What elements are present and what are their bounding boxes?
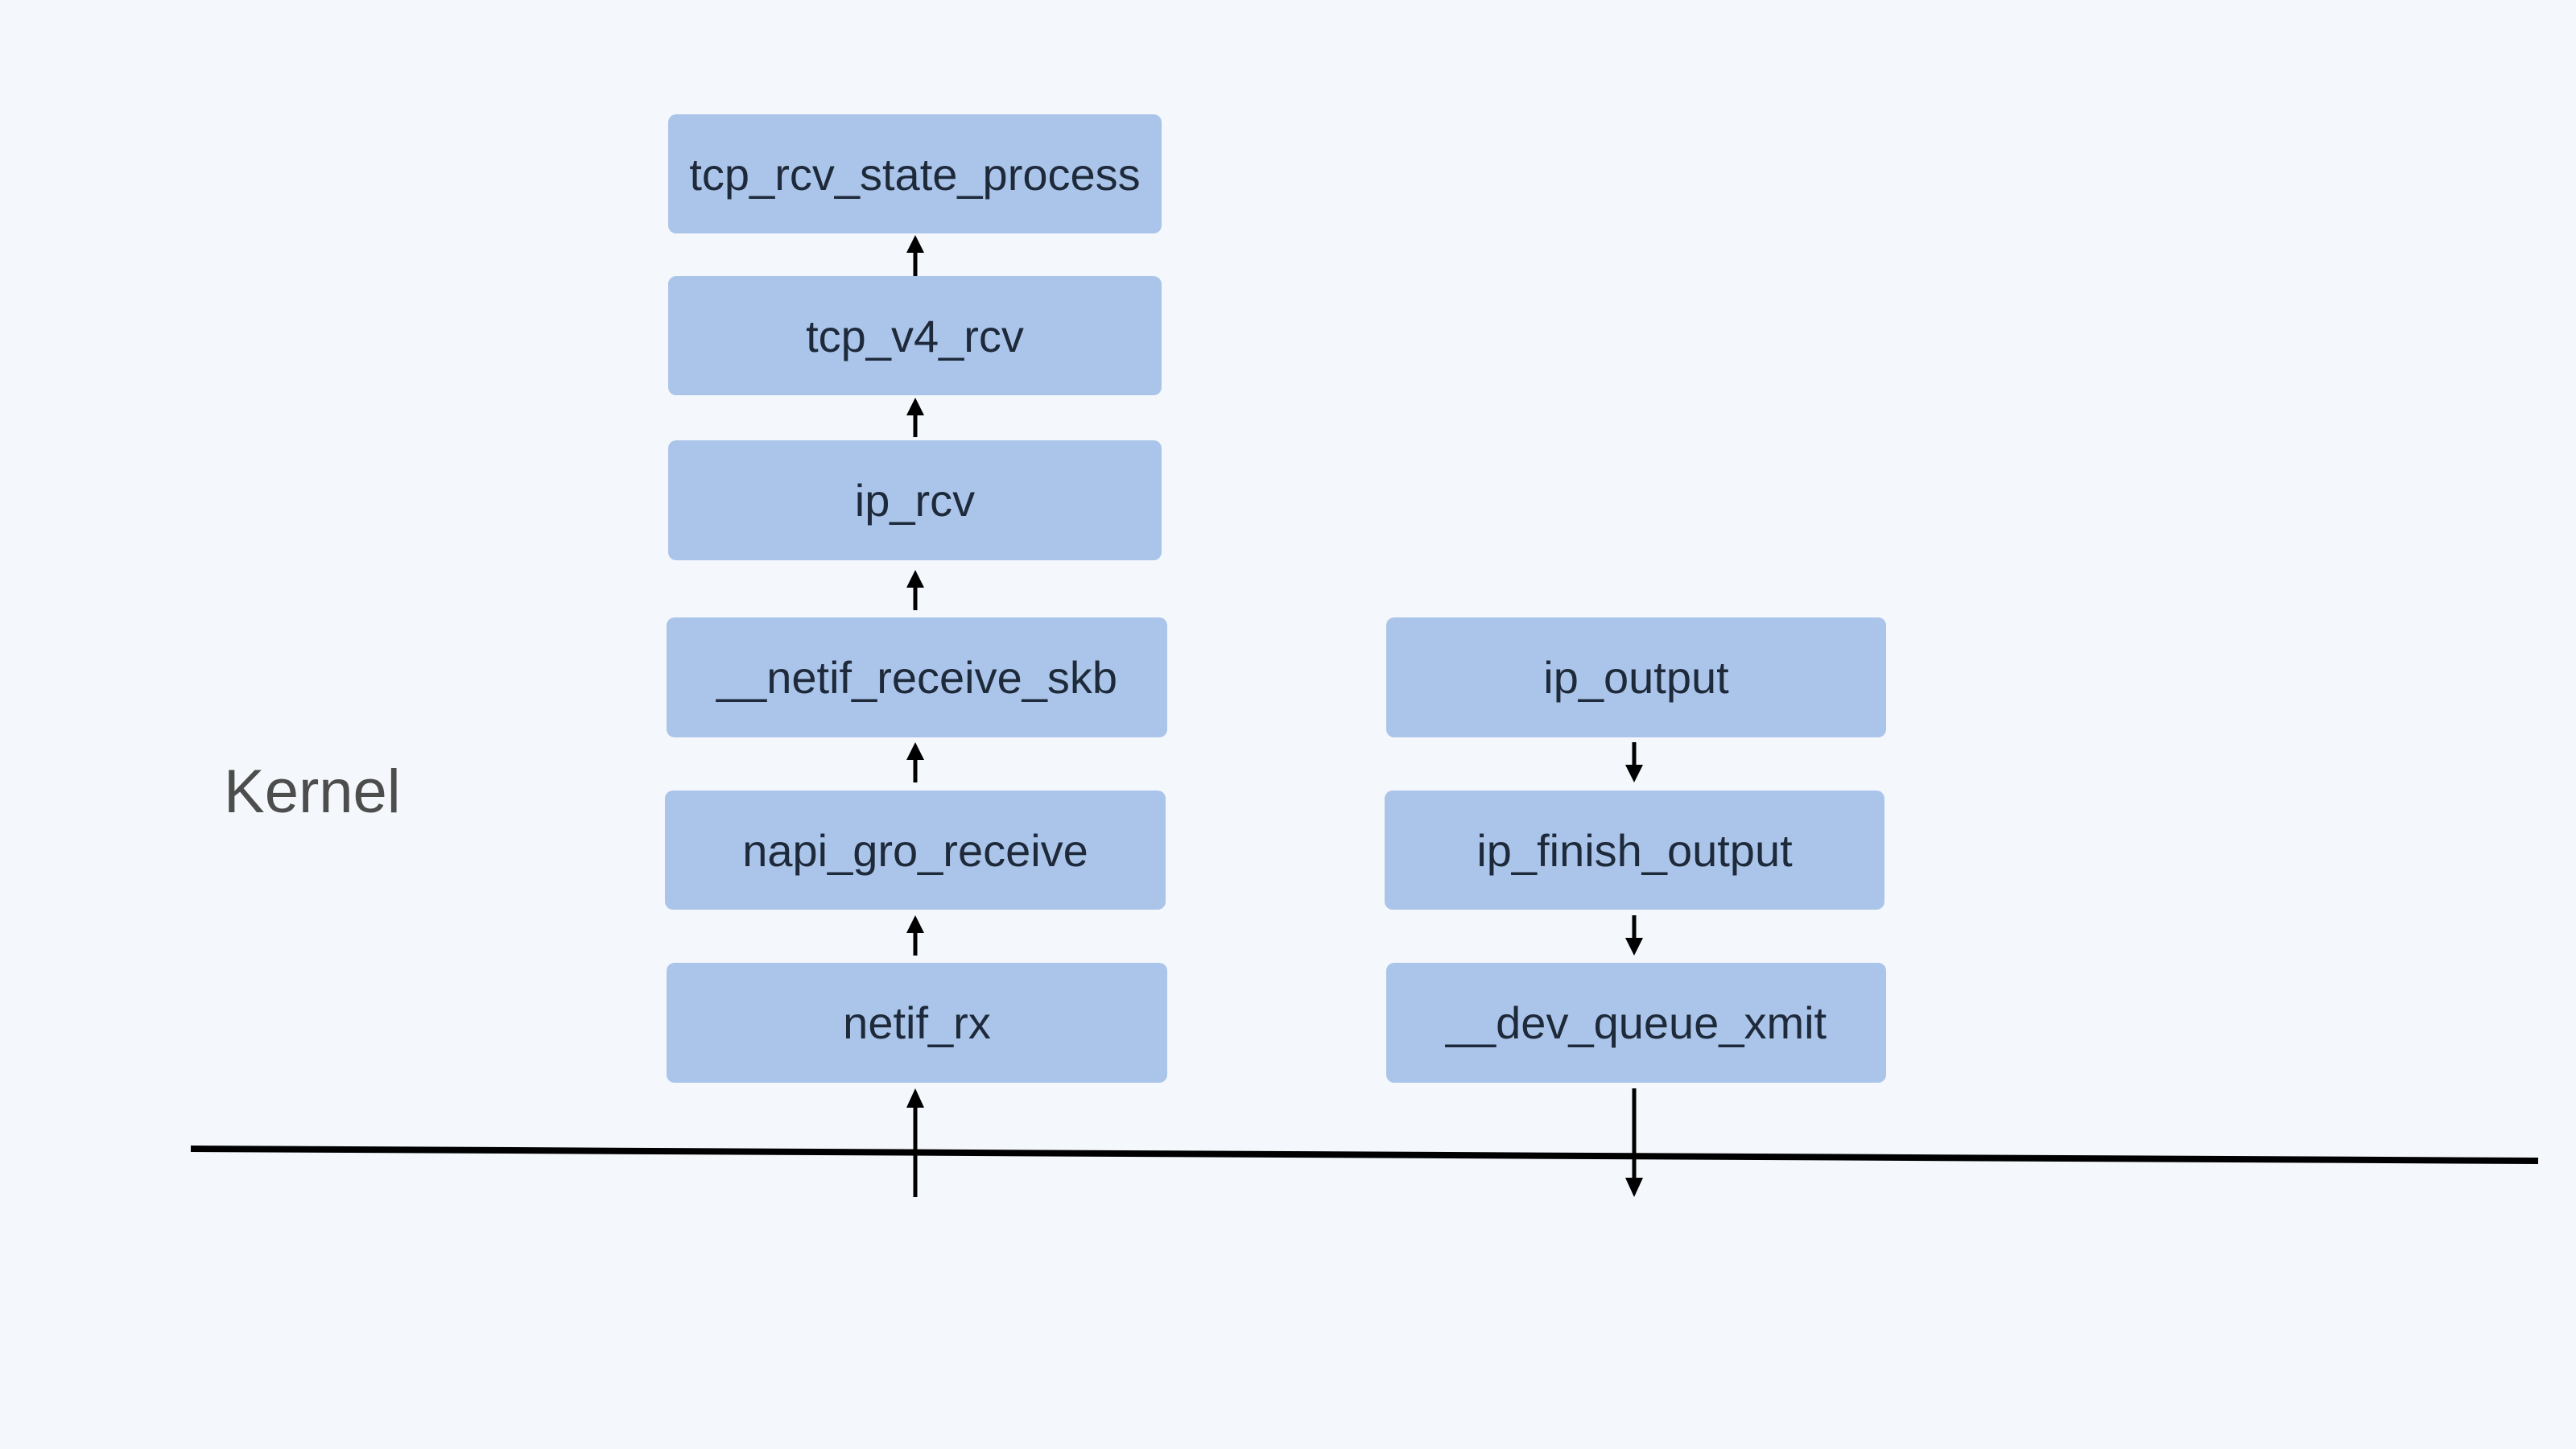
arrow-down-1 [1625, 742, 1643, 782]
arrow-down-exit [1625, 1088, 1643, 1197]
arrow-up-3 [906, 570, 924, 610]
arrow-up-5 [906, 915, 924, 956]
node-ip-output: ip_output [1386, 617, 1886, 737]
transmit-arrows [1625, 742, 1643, 1197]
node-dev-queue-xmit: __dev_queue_xmit [1386, 963, 1886, 1083]
node-ip-finish-output: ip_finish_output [1385, 791, 1885, 910]
node-tcp-v4-rcv: tcp_v4_rcv [668, 276, 1162, 395]
arrow-up-entry [906, 1088, 924, 1197]
arrow-up-2 [906, 398, 924, 437]
kernel-boundary-line [190, 1146, 2539, 1164]
node-tcp-rcv-state-process: tcp_rcv_state_process [668, 114, 1162, 233]
node-netif-receive-skb: __netif_receive_skb [667, 617, 1167, 737]
arrow-down-2 [1625, 915, 1643, 956]
receive-arrows [906, 235, 924, 1197]
kernel-layer-label: Kernel [224, 758, 401, 826]
node-napi-gro-receive: napi_gro_receive [665, 791, 1166, 910]
arrow-up-1 [906, 235, 924, 276]
node-ip-rcv: ip_rcv [668, 440, 1162, 560]
arrow-up-4 [906, 742, 924, 782]
node-netif-rx: netif_rx [667, 963, 1167, 1083]
